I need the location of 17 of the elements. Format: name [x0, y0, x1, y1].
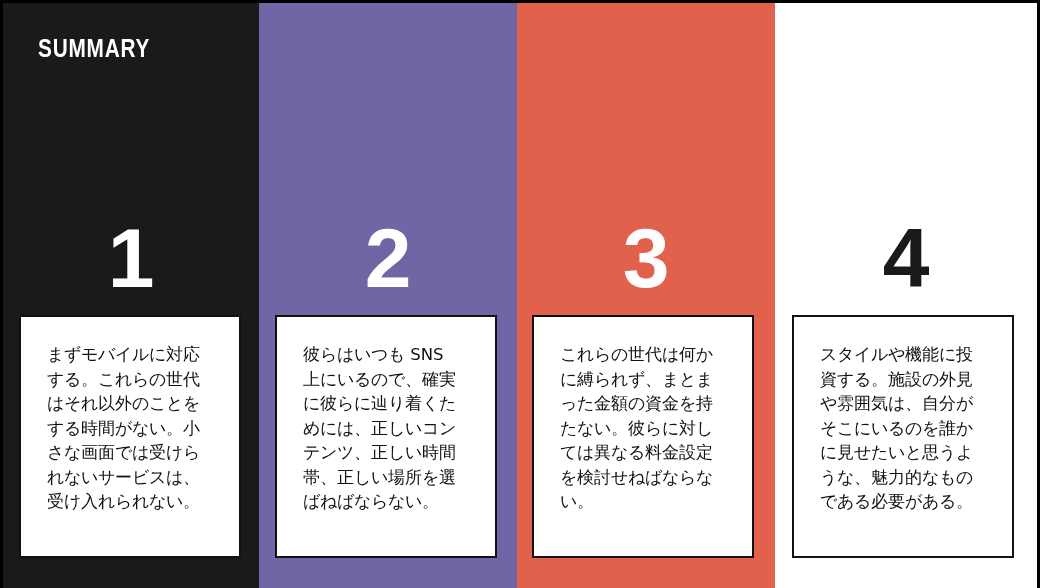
step-number: 1	[106, 210, 156, 307]
title: SUMMARY	[38, 32, 151, 64]
description-text: 彼らはいつも SNS 上にいるので、確実に彼らに辿り着くためには、正しいコンテンツ、正しい時間帯、正しい場所を選ばねばならない。	[303, 344, 457, 513]
column-band	[517, 3, 775, 588]
text-card	[792, 315, 1014, 558]
step-number: 3	[621, 210, 671, 307]
text-card	[275, 315, 497, 558]
column-band	[775, 3, 1037, 588]
description-text: まずモバイルに対応する。これらの世代はそれ以外のことをする時間がない。小さな画面では受けられないサービスは、受け入れられない。	[47, 344, 201, 513]
column-band	[3, 3, 259, 588]
column-band	[259, 3, 517, 588]
description-text: スタイルや機能に投資する。施設の外見や雰囲気は、自分がそこにいるのを誰かに見せたいと思うような、魅力的なものである必要がある。	[820, 344, 974, 513]
step-number: 2	[363, 210, 413, 307]
step-number: 4	[881, 210, 931, 307]
text-card	[19, 315, 241, 558]
text-card	[532, 315, 754, 558]
description-text: これらの世代は何かに縛られず、まとまった金額の資金を持たない。彼らに対しては異なる料金設定を検討せねばならない。	[560, 344, 714, 513]
